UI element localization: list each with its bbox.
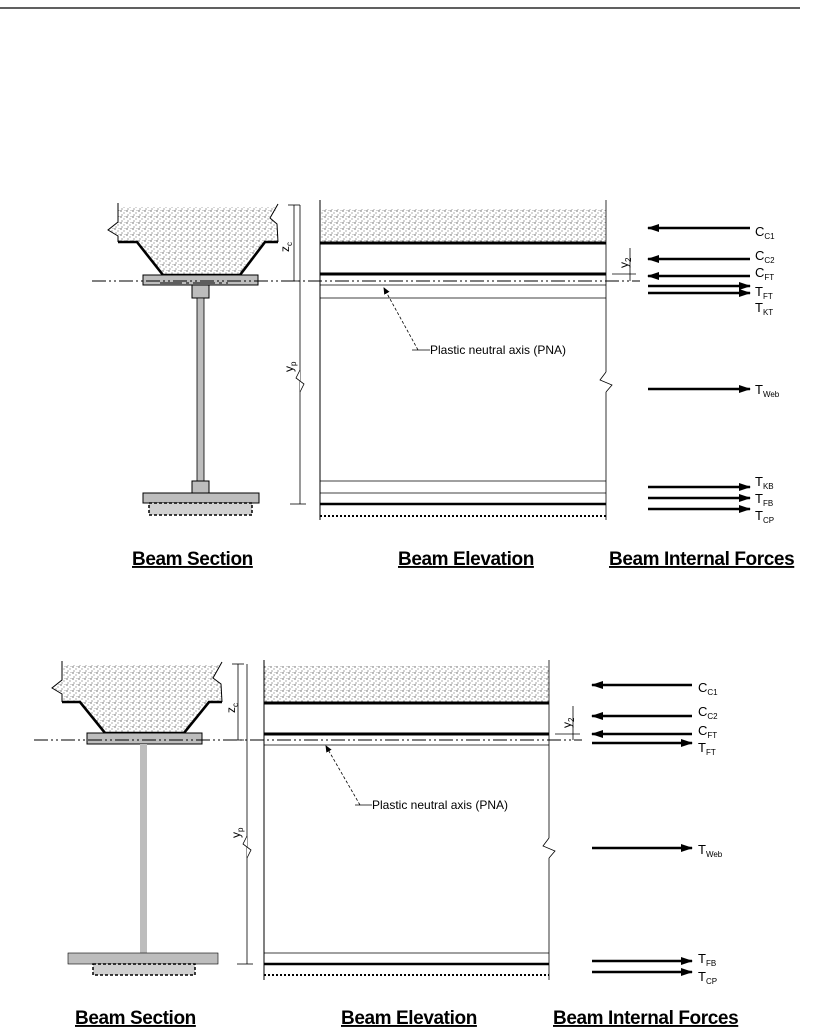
caption-beam-elevation: Beam Elevation	[398, 549, 534, 570]
dim-yp: yp	[282, 361, 298, 372]
force-labels: CC1 CC2 CFT TFT TWeb TFB TCP	[698, 680, 723, 986]
beam-section	[107, 203, 279, 516]
caption-beam-section: Beam Section	[132, 549, 253, 570]
force-label-tft: TFT	[755, 284, 773, 301]
force-arrows	[591, 681, 693, 976]
force-label-cft: CFT	[755, 265, 774, 282]
beam-elevation	[263, 660, 556, 980]
dim-zc: zc	[278, 242, 294, 252]
diagram-top: zc yp Plastic neutral axis (PNA)	[92, 200, 795, 570]
cover-plate	[92, 963, 196, 976]
beam-section	[51, 661, 223, 976]
dim-y2: y2	[560, 717, 576, 728]
slab-break-right	[269, 203, 279, 243]
caption-beam-internal-forces: Beam Internal Forces	[609, 549, 794, 570]
force-label-cc2: CC2	[755, 248, 775, 265]
force-label-tcp: TCP	[698, 969, 717, 986]
force-label-tkb: TKB	[755, 474, 774, 491]
beam-elevation	[319, 200, 613, 520]
elevation-slab	[264, 666, 549, 703]
elevation-slab	[320, 209, 606, 243]
caption-beam-section: Beam Section	[75, 1008, 196, 1029]
yp-break	[242, 835, 252, 859]
dim-y2: y2	[617, 257, 633, 268]
force-arrows	[647, 224, 751, 513]
top-fillet	[191, 284, 210, 299]
force-label-cc1: CC1	[755, 224, 775, 241]
slab-break-right	[212, 661, 223, 703]
pna-leader	[383, 287, 419, 351]
force-label-tcp: TCP	[755, 508, 774, 525]
dimension-lines	[232, 663, 253, 965]
bottom-flange	[67, 952, 219, 965]
force-label-cc2: CC2	[698, 704, 718, 721]
force-label-tweb: TWeb	[755, 382, 780, 399]
dimension-lines	[288, 204, 306, 505]
top-flange	[86, 732, 203, 745]
force-label-tfb: TFB	[755, 491, 773, 508]
caption-beam-internal-forces: Beam Internal Forces	[553, 1008, 738, 1029]
force-labels: CC1 CC2 CFT TFT TKT TWeb TKB TFB TCP	[755, 224, 780, 525]
cover-plate	[148, 502, 253, 516]
dim-zc: zc	[224, 703, 240, 713]
pna-label: Plastic neutral axis (PNA)	[430, 343, 566, 357]
web	[140, 744, 147, 953]
bottom-fillet	[191, 480, 210, 494]
pna-label: Plastic neutral axis (PNA)	[372, 798, 508, 812]
force-label-cft: CFT	[698, 723, 717, 740]
yp-break	[295, 369, 305, 393]
bottom-flange	[142, 492, 260, 504]
concrete-slab	[52, 665, 222, 733]
pna-leader	[325, 745, 361, 806]
web	[196, 297, 205, 482]
force-label-tft: TFT	[698, 740, 716, 757]
force-label-cc1: CC1	[698, 680, 718, 697]
dim-yp: yp	[229, 827, 245, 838]
force-label-tfb: TFB	[698, 951, 716, 968]
force-label-tkt: TKT	[755, 300, 773, 317]
slab-break-left	[107, 203, 119, 242]
diagram-bottom: zc yp Plastic neutral axis (PNA) y2	[34, 660, 739, 1029]
caption-beam-elevation: Beam Elevation	[341, 1008, 477, 1029]
force-label-tweb: TWeb	[698, 842, 723, 859]
slab-break-left	[51, 661, 63, 702]
